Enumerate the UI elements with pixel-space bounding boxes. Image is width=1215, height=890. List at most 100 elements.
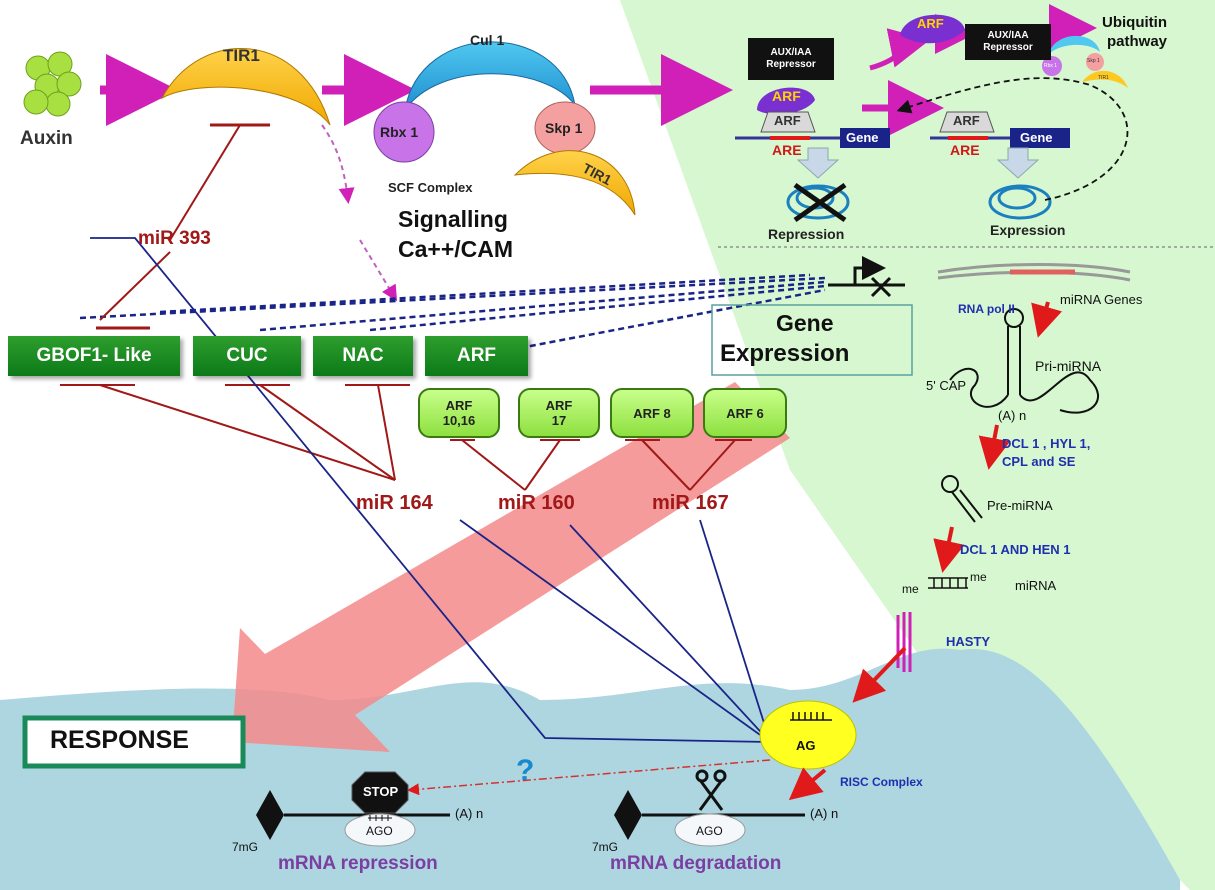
repressor-1-line2: Repressor <box>766 59 816 70</box>
gene-1-label: Gene <box>846 130 879 145</box>
arrow-dcl-hen <box>933 526 965 573</box>
polya-2-label: (A) n <box>810 806 839 821</box>
mir167-label: miR 167 <box>652 492 729 514</box>
pre-mirna <box>941 475 983 523</box>
mrna-repression-label: mRNA repression <box>278 853 438 874</box>
mirna-gene-strand <box>937 263 1131 274</box>
pri-mirna-label: Pri-miRNA <box>1035 358 1102 374</box>
gene-box-1 <box>840 128 890 148</box>
me-left-label: me <box>902 582 919 596</box>
gene-icon-promoter <box>853 256 886 285</box>
response-arrow <box>232 382 790 752</box>
stop-sign <box>351 771 409 814</box>
arf-bound-shape <box>757 87 815 115</box>
mrna-degradation-label: mRNA degradation <box>610 853 782 874</box>
arrow-pol2 <box>1031 301 1062 338</box>
tir1-in-scf <box>513 150 636 216</box>
hasty-channel <box>896 612 912 672</box>
arf-box-1-label: ARF <box>774 113 801 128</box>
arf-8-box: ARF 8 <box>610 388 694 438</box>
mir164-label: miR 164 <box>356 492 433 514</box>
arf-10-16-line2: 10,16 <box>442 413 476 428</box>
arf-released-label: ARF <box>917 16 944 31</box>
arf-box-2-label: ARF <box>953 113 980 128</box>
arf-17-line1: ARF <box>545 398 573 413</box>
repressor-2-line2: Repressor <box>983 42 1033 53</box>
mini-cul1 <box>1048 35 1100 55</box>
mini-rbx1-label: Rbx 1 <box>1044 63 1058 69</box>
arf-bound-label: ARF <box>772 88 801 104</box>
gbof1-like-box: GBOF1- Like <box>8 336 180 376</box>
feedback-dashed <box>896 77 1129 201</box>
nucleus-region <box>620 0 1215 890</box>
dcl1-label-1: DCL 1 , HYL 1, <box>1002 436 1091 451</box>
ag-comb <box>790 712 832 721</box>
dashdot-to-stop <box>407 759 771 796</box>
mir393-label: miR 393 <box>138 228 211 249</box>
dcl1-label-2: CPL and SE <box>1002 454 1076 469</box>
mini-tir1-label: TIR1 <box>1098 75 1109 81</box>
ago-comb-1 <box>368 815 392 821</box>
gene-expression-box <box>711 304 913 376</box>
expression-tangle <box>988 184 1052 220</box>
cap-diamond-1 <box>256 790 284 840</box>
arrow-to-ag <box>852 646 907 703</box>
cap-label: 5' CAP <box>926 378 967 393</box>
mir160-label: miR 160 <box>498 492 575 514</box>
arf-10-16-line1: ARF <box>445 398 473 413</box>
gene-icon-x-2 <box>870 276 892 298</box>
mini-skp1-label: Skp 1 <box>1087 58 1100 64</box>
ago-1 <box>344 813 416 847</box>
scissors-icon <box>695 769 727 811</box>
stop-label: STOP <box>363 784 399 799</box>
cul1-protein <box>404 41 576 111</box>
are-1-label: ARE <box>772 142 802 158</box>
pre-mirna-label: Pre-miRNA <box>987 498 1053 513</box>
gene-2-label: Gene <box>1020 130 1053 145</box>
polya-1-label: (A) n <box>455 806 484 821</box>
mirna-label: miRNA <box>1015 578 1057 593</box>
mirna-genes-label: miRNA Genes <box>1060 292 1143 307</box>
ago-1-label: AGO <box>366 824 393 838</box>
repressor-2-line1: AUX/IAA <box>987 30 1029 41</box>
cul1-label: Cul 1 <box>470 32 505 48</box>
gene-expression-dashes <box>79 273 826 350</box>
auxin-label: Auxin <box>20 128 73 149</box>
gene-expression-line1: Gene <box>776 310 834 336</box>
me-right-label: me <box>970 570 987 584</box>
signalling-label: Signalling <box>398 206 508 232</box>
down-arrow-2 <box>996 147 1040 179</box>
arf-box: ARF <box>425 336 528 376</box>
response-box <box>22 715 246 769</box>
repressor-1-line1: AUX/IAA <box>770 47 812 58</box>
skp1-label: Skp 1 <box>545 120 583 136</box>
pri-mirna <box>949 308 1100 414</box>
mini-skp1 <box>1086 53 1104 71</box>
cuc-box: CUC <box>193 336 301 376</box>
auxin-molecule <box>23 51 82 117</box>
ag-label: AG <box>796 738 816 753</box>
arf-6-box: ARF 6 <box>703 388 787 438</box>
arrow-arf-release <box>869 28 930 71</box>
dcl-hen-label: DCL 1 AND HEN 1 <box>960 542 1071 557</box>
ag-links <box>90 237 771 743</box>
signalling-dashed-arrow-2 <box>359 239 398 302</box>
ago-2 <box>674 813 746 847</box>
mini-rbx1 <box>1042 56 1062 76</box>
mini-tir1 <box>1082 70 1128 88</box>
signalling-dashed-arrow <box>321 124 355 204</box>
arf-box-2 <box>939 111 995 133</box>
arf-17-line2: 17 <box>551 413 567 428</box>
inhibition-lines <box>60 251 752 491</box>
arf-box-1 <box>760 111 816 133</box>
mir393-tir1-link <box>169 124 241 241</box>
ag-complex <box>759 700 857 770</box>
cap-diamond-2 <box>614 790 642 840</box>
cacam-label: Ca++/CAM <box>398 236 514 262</box>
tir1-receptor <box>160 47 331 126</box>
mirna-duplex <box>928 577 968 589</box>
down-arrow-1 <box>796 147 840 179</box>
